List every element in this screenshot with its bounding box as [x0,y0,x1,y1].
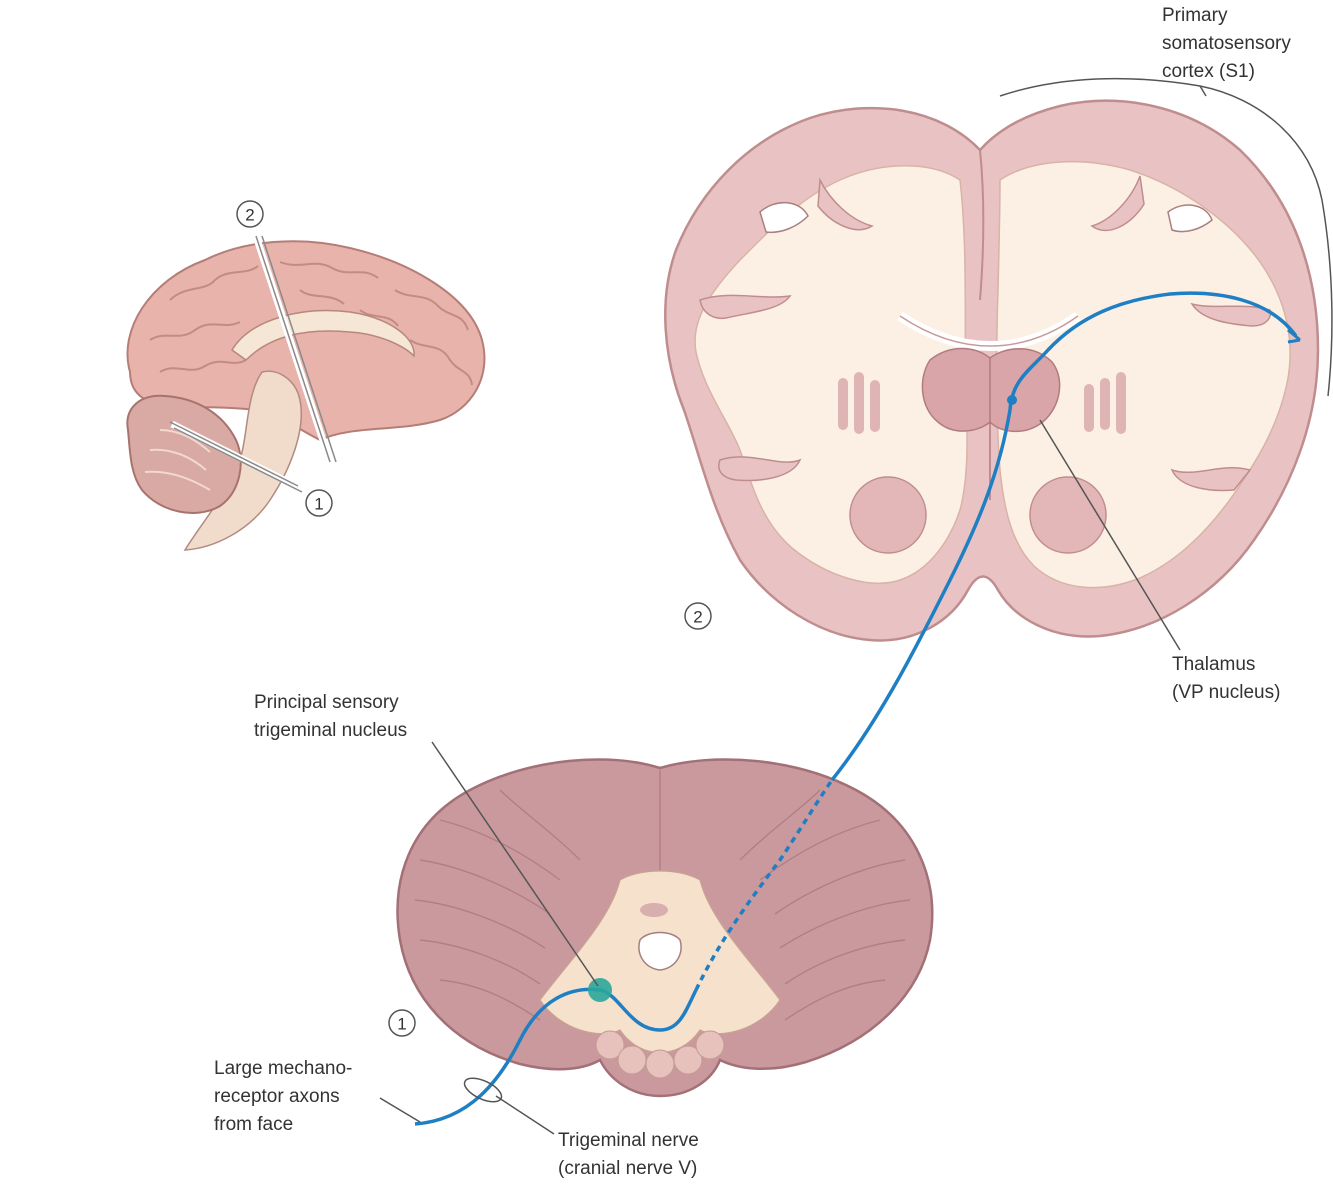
fourth-ventricle [638,931,682,971]
label-s1-line-2: somatosensory [1162,33,1291,54]
corpus-callosum [231,309,415,361]
trigeminal-nerve-ring [463,1077,503,1103]
label-axons-line-2: receptor axons [214,1086,340,1107]
label-s1: Primary somatosensory cortex (S1) [1162,5,1291,82]
marker-section-1-text: 1 [397,1015,406,1034]
s1-bracket [999,77,1333,397]
leader-principal [431,741,599,987]
lateral-ventricle-right [1167,204,1213,233]
afferent-axon [414,987,698,1126]
label-principal-line-1: Principal sensory [254,692,399,713]
leader-lines [379,419,1181,1135]
label-principal: Principal sensory trigeminal nucleus [254,692,407,741]
cortex-terminal [1287,328,1301,344]
label-thalamus-line-1: Thalamus [1172,654,1255,675]
marker-section-2: 2 [684,602,712,630]
label-s1-line-3: cortex (S1) [1162,61,1255,82]
longitudinal-fissure [979,149,985,301]
thalamus-region [921,347,1061,433]
marker-plane-1: 1 [305,489,333,517]
marker-plane-2: 2 [236,200,264,228]
marker-plane-2-text: 2 [245,206,254,225]
temporal-structure-right [1029,476,1107,554]
plane-1-line [170,420,302,492]
label-s1-line-1: Primary [1162,5,1228,26]
temporal-structure-left [849,476,927,554]
label-trigeminal-line-2: (cranial nerve V) [558,1158,697,1179]
label-axons-line-3: from face [214,1114,293,1135]
lateral-ventricle-left [759,202,809,234]
leader-thalamus [1039,419,1181,651]
label-principal-line-2: trigeminal nucleus [254,720,407,741]
trigeminal-lemniscus [830,409,1012,782]
label-axons: Large mechano- receptor axons from face [214,1058,352,1135]
leader-axons [379,1097,421,1123]
sagittal-brain: 2 1 [126,200,486,551]
label-trigeminal: Trigeminal nerve (cranial nerve V) [558,1130,699,1179]
marker-section-2-text: 2 [693,608,702,627]
label-thalamus: Thalamus (VP nucleus) [1172,654,1280,703]
principal-nucleus-marker [588,978,612,1002]
sagittal-cerebellum [126,394,242,514]
label-trigeminal-line-1: Trigeminal nerve [558,1130,699,1151]
marker-plane-1-text: 1 [314,495,323,514]
coronal-section: 2 [664,77,1333,642]
pons-section: 1 [388,758,934,1098]
trigeminal-pathway [414,291,1301,1126]
marker-section-1: 1 [388,1009,416,1037]
label-axons-line-1: Large mechano- [214,1058,352,1079]
thalamocortical-axon [1008,291,1298,411]
label-thalamus-line-2: (VP nucleus) [1172,682,1280,703]
leader-trigeminal [495,1095,555,1135]
thalamus-neuron [1007,395,1017,405]
